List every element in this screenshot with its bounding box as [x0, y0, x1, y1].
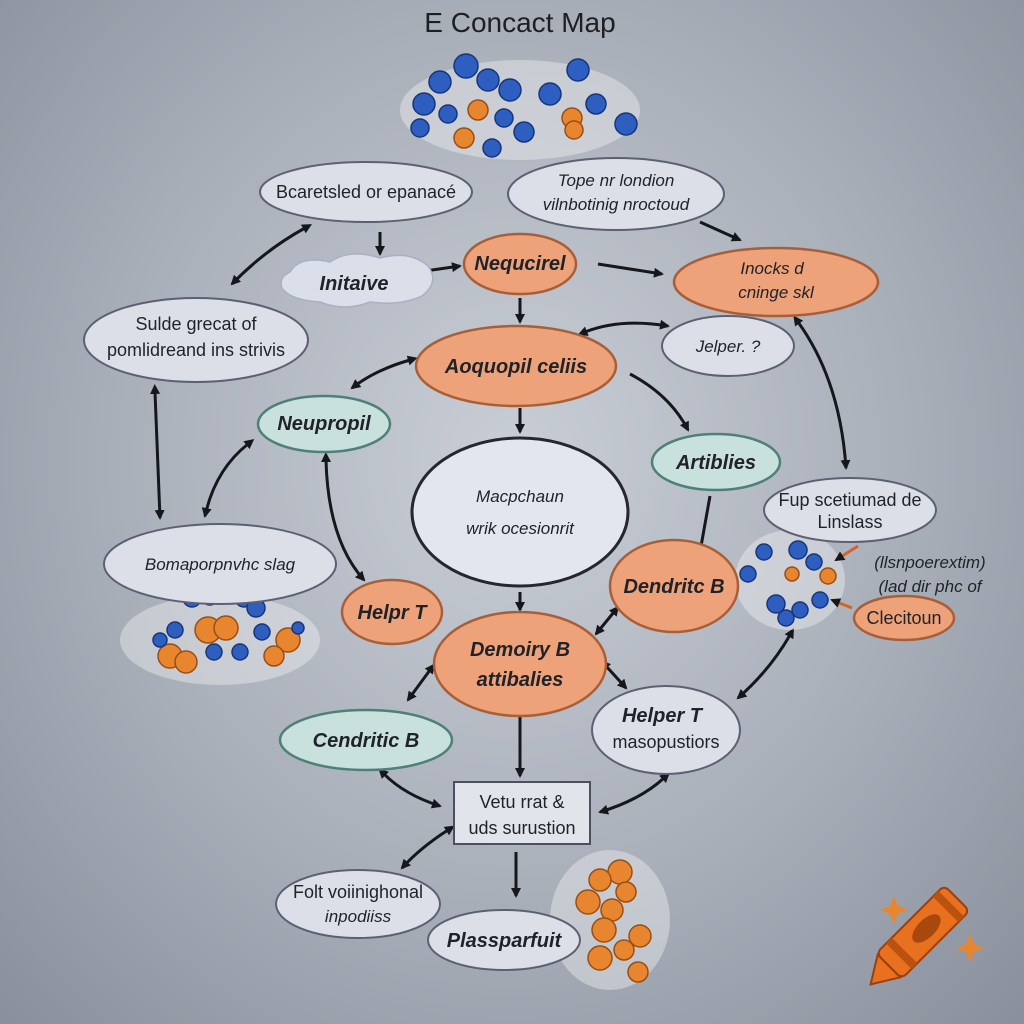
node-label: Initaive — [320, 273, 389, 295]
arrow-nequcirel-right — [597, 262, 664, 278]
sparkle-icon — [880, 896, 984, 962]
crayon-icon — [869, 886, 969, 986]
arrow-aoquopil-helper — [577, 319, 670, 336]
node-helper-t[interactable]: Helper T masopustiors — [591, 685, 741, 775]
node-fup[interactable]: Fup scetiumad de Linslass — [763, 477, 937, 543]
molecule-cluster-icon — [735, 530, 845, 630]
node-label: Plassparfuit — [447, 930, 563, 952]
molecule-cluster-icon — [400, 53, 640, 160]
side-note-line2: (lad dir phc of — [879, 577, 984, 596]
node-top-right[interactable]: Tope nr londion vilnbotinig nroctoud — [507, 157, 725, 231]
node-label-line2: cninge skl — [738, 283, 815, 302]
node-right-orange[interactable]: Inocks d cninge skl — [672, 246, 880, 318]
node-label: Cendritic B — [313, 730, 420, 752]
arrow-topright-down — [699, 220, 742, 242]
node-label: Bcaretsled or epanacé — [276, 182, 456, 202]
node-label: Clecitoun — [866, 608, 941, 628]
arrow-helpert-vetu — [598, 772, 670, 815]
node-center[interactable]: Macpchaun wrik ocesionrit — [410, 436, 630, 588]
node-artiblies[interactable]: Artiblies — [650, 432, 782, 492]
arrow-demoiry-cendritic — [406, 663, 435, 702]
node-bomap[interactable]: Bomaporpnvhc slag — [103, 523, 337, 605]
node-label: Nequcirel — [474, 253, 566, 275]
node-label-line1: Demoiry B — [470, 639, 570, 661]
node-neupropil[interactable]: Neupropil — [256, 394, 392, 454]
node-dendritic-b-right[interactable]: Dendritc B — [608, 538, 740, 634]
arrow-leftoval-bomap — [150, 384, 165, 520]
node-label: Neupropil — [277, 413, 371, 435]
node-label: Jelper. ? — [695, 337, 761, 356]
arrow-dendritic-demoiry — [594, 605, 620, 636]
node-label-line2: inpodiiss — [325, 907, 392, 926]
arrow-demoiry-helpert — [600, 660, 628, 690]
arrow-topleft-leftoval — [230, 224, 313, 286]
node-label-line2: uds surustion — [468, 818, 575, 838]
node-vetu-box[interactable]: Vetu rrat & uds surustion — [453, 781, 591, 845]
node-label: Artiblies — [675, 452, 756, 474]
node-label-line2: pomlidreand ins strivis — [107, 340, 285, 360]
node-label: Dendritc B — [623, 576, 724, 598]
node-aoquopil[interactable]: Aoquopil celiis — [414, 324, 618, 408]
node-label-line2: Linslass — [817, 512, 882, 532]
node-label-line1: Helper T — [622, 705, 704, 727]
side-note-line1: (llsnpoerextim) — [874, 553, 985, 572]
node-helpr-t[interactable]: Helpr T — [340, 578, 444, 646]
arrow-artiblies-dendritic — [696, 495, 712, 554]
node-label-line1: Fup scetiumad de — [778, 490, 921, 510]
node-left-oval[interactable]: Sulde grecat of pomlidreand ins strivis — [83, 297, 309, 383]
node-top-left[interactable]: Bcaretsled or epanacé — [259, 161, 473, 223]
node-demoiry[interactable]: Demoiry B attibalies — [432, 610, 608, 718]
arrow-aoquopil-artiblies — [629, 372, 690, 432]
connector-arrows — [150, 220, 851, 898]
node-label-line2: attibalies — [477, 669, 564, 691]
node-label: Aoquopil celiis — [444, 356, 587, 378]
node-plasparfuit[interactable]: Plassparfuit — [427, 909, 581, 971]
node-label-line1: Vetu rrat & — [479, 792, 564, 812]
node-nequcirel[interactable]: Nequcirel — [462, 232, 578, 296]
arrow-sidenote-cluster — [834, 544, 859, 562]
node-label-line1: Folt voiinighonal — [293, 882, 423, 902]
node-label: Bomaporpnvhc slag — [145, 555, 296, 574]
node-label-line1: Sulde grecat of — [135, 314, 257, 334]
node-folt[interactable]: Folt voiinighonal inpodiiss — [275, 869, 441, 939]
side-note: (llsnpoerextim) (lad dir phc of — [874, 553, 985, 596]
arrow-clecitoun-helpert — [736, 628, 794, 700]
node-cendritic-b[interactable]: Cendritic B — [278, 708, 454, 772]
arrow-neupropil-helprt — [321, 452, 366, 582]
node-label-line2: masopustiors — [612, 732, 719, 752]
arrow-rightorange-down — [793, 315, 851, 470]
node-label: Helpr T — [358, 602, 429, 624]
node-initiative[interactable]: Initaive — [280, 253, 434, 308]
arrow-cendritic-vetu — [378, 768, 442, 809]
node-clecitoun[interactable]: Clecitoun — [852, 594, 956, 642]
arrow-aoquopil-neupropil — [350, 355, 418, 390]
node-label-line2: wrik ocesionrit — [466, 519, 575, 538]
node-label-line2: vilnbotinig nroctoud — [543, 195, 690, 214]
node-label-line1: Inocks d — [740, 259, 804, 278]
arrow-clecitoun-cluster — [830, 598, 853, 610]
node-label-line1: Tope nr londion — [558, 171, 675, 190]
node-helper-question[interactable]: Jelper. ? — [661, 315, 795, 377]
molecule-cluster-icon — [550, 850, 670, 990]
arrow-neupropil-bomap — [201, 439, 255, 518]
node-label-line1: Macpchaun — [476, 487, 564, 506]
arrow-vetu-folt — [400, 825, 455, 870]
map-title: E Concact Map — [424, 7, 615, 38]
